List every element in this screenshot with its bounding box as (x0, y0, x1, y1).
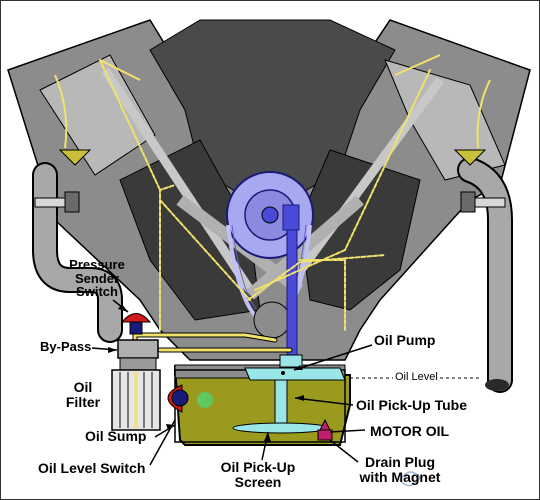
oil-pump-body (232, 354, 346, 434)
pressure-sender-line3: Switch (76, 284, 118, 300)
drain-plug-line1: Drain Plug (364, 454, 435, 470)
oil-pickup-screen-line1: Oil Pick-Up (220, 459, 296, 475)
label-pressure-sender: Pressure Sender Switch (62, 258, 132, 299)
oil-filter (111, 339, 161, 431)
pressure-sender-line1: Pressure (69, 257, 125, 272)
drain-plug-icon (317, 418, 333, 441)
leader-arrows (108, 304, 304, 442)
oil-filter-line2: Filter (65, 393, 101, 410)
label-oil-filter: Oil Filter (58, 380, 108, 409)
logo-mark (399, 471, 421, 487)
drain-plug-line2: with Magnet (359, 468, 441, 485)
label-bypass: By-Pass (40, 339, 92, 354)
label-oil-pump: Oil Pump (374, 332, 436, 348)
pressure-sender-line2: Sender (74, 270, 120, 286)
pressure-sender-switch-icon (120, 313, 152, 335)
label-oil-sump: Oil Sump (85, 428, 147, 444)
label-drain-plug: Drain Plug with Magnet (352, 455, 448, 484)
label-oil-pickup-tube: Oil Pick-Up Tube (356, 397, 467, 413)
label-oil-pickup-screen: Oil Pick-Up Screen (208, 460, 308, 489)
exhaust-pipes (32, 157, 513, 393)
oil-pickup-screen-line2: Screen (234, 473, 282, 490)
oil-level-switch-icon (167, 384, 213, 413)
label-oil-level-switch: Oil Level Switch (38, 460, 146, 476)
rocker-oil-areas (54, 54, 491, 166)
label-oil-level: Oil Level (393, 371, 440, 384)
label-motor-oil: MOTOR OIL (370, 423, 450, 439)
spark-plug-left (34, 191, 80, 213)
oil-filter-line1: Oil (73, 379, 93, 395)
oil-passages (99, 59, 431, 363)
spark-plug-right (460, 191, 506, 213)
